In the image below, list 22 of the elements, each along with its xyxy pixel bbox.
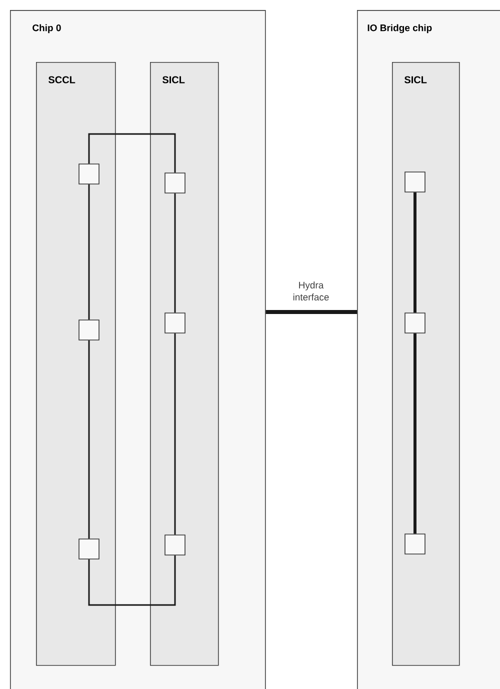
connector-line bbox=[174, 333, 176, 535]
connector-line bbox=[266, 310, 357, 314]
lane-box: SCCL bbox=[36, 62, 116, 666]
port-box bbox=[404, 534, 426, 554]
port-box bbox=[78, 538, 100, 560]
lane-box: SICL bbox=[150, 62, 219, 666]
lane-box: SICL bbox=[392, 62, 460, 666]
connector-line bbox=[88, 184, 90, 320]
connector-line bbox=[88, 133, 176, 173]
connector-line bbox=[414, 333, 416, 534]
port-box bbox=[164, 534, 186, 556]
edge-label: Hydra interface bbox=[293, 282, 329, 300]
port-box bbox=[164, 172, 186, 194]
connector-line bbox=[414, 192, 416, 313]
port-box bbox=[404, 172, 426, 192]
connector-line bbox=[88, 340, 90, 539]
port-box bbox=[78, 164, 100, 184]
connector-line bbox=[174, 193, 176, 313]
port-box bbox=[404, 312, 426, 334]
port-box bbox=[164, 312, 186, 334]
connector-line bbox=[88, 555, 176, 606]
port-box bbox=[78, 320, 100, 340]
